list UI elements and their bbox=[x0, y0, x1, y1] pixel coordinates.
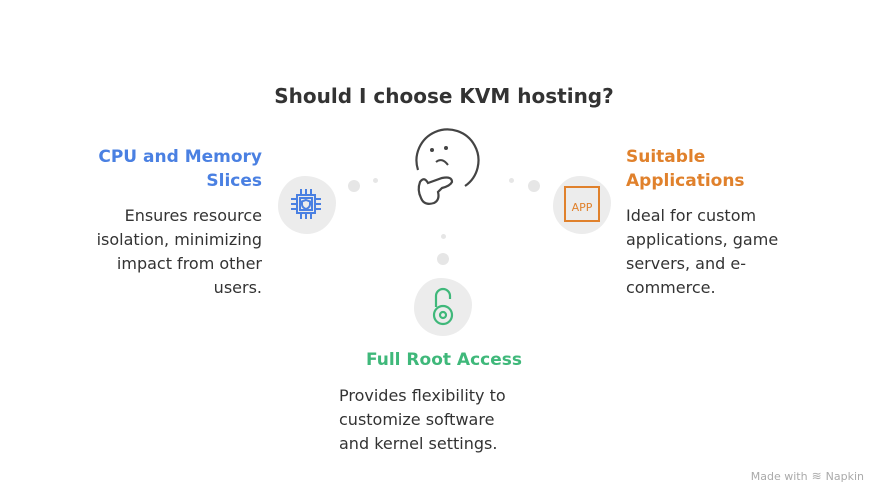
item-heading-cpu: CPU and Memory Slices bbox=[98, 147, 262, 191]
item-heading-applications: Suitable Applications bbox=[626, 147, 745, 191]
connector-dot bbox=[441, 234, 446, 239]
connector-dot bbox=[373, 178, 378, 183]
item-body-applications: Ideal for custom applications, game serv… bbox=[626, 206, 779, 297]
connector-dot bbox=[528, 180, 540, 192]
item-body-cpu: Ensures resource isolation, minimizing i… bbox=[96, 206, 262, 297]
app-icon: APP bbox=[564, 186, 600, 222]
unlock-icon bbox=[432, 287, 454, 326]
icon-backdrop bbox=[278, 176, 336, 234]
connector-dot bbox=[348, 180, 360, 192]
made-with-napkin[interactable]: Made with ≋ Napkin bbox=[751, 469, 864, 483]
napkin-brand: Napkin bbox=[825, 469, 864, 483]
napkin-logo-icon: ≋ bbox=[811, 469, 822, 483]
made-with-label: Made with bbox=[750, 469, 808, 483]
item-heading-root: Full Root Access bbox=[365, 350, 522, 370]
page-title: Should I choose KVM hosting? bbox=[274, 84, 614, 108]
item-body-root: Provides flexibility to customize softwa… bbox=[339, 386, 506, 453]
cpu-shield-icon bbox=[291, 189, 321, 219]
icon-backdrop bbox=[553, 176, 611, 234]
thinking-face-icon bbox=[415, 128, 480, 205]
connector-dot bbox=[509, 178, 514, 183]
connector-dot bbox=[437, 253, 449, 265]
svg-text:APP: APP bbox=[572, 201, 593, 214]
